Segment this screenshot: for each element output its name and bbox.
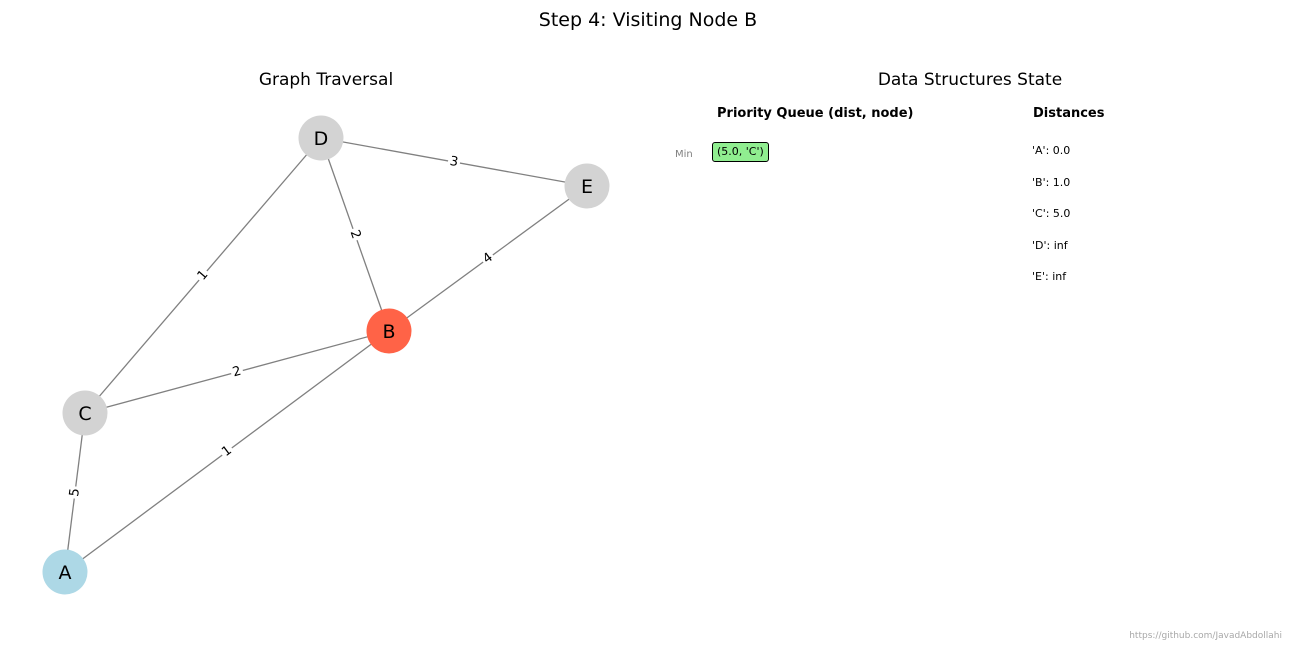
node-A (42, 549, 88, 595)
edge-weight-label-D-B: 2 (345, 226, 365, 243)
edge-weight-background (217, 441, 237, 462)
edge-weight-background (229, 362, 245, 382)
edge-weight-text: 5 (67, 487, 83, 497)
distance-entry: 'B': 1.0 (1032, 175, 1071, 189)
node-label-D: D (314, 128, 329, 150)
priority-queue-min-label: Min (675, 149, 693, 160)
node-label-C: C (78, 403, 91, 425)
edge-weight-background (345, 226, 365, 243)
node-label-E: E (581, 176, 593, 198)
edge-weight-label-A-C: 5 (66, 485, 84, 500)
edge-weight-label-C-B: 2 (229, 362, 245, 382)
edge-weight-label-C-D: 1 (193, 265, 213, 286)
graph-panel-title: Graph Traversal (258, 70, 394, 90)
node-label-A: A (59, 562, 72, 584)
edge-weight-background (193, 265, 213, 286)
edge-weight-background (66, 485, 84, 500)
priority-queue-item: (5.0, 'C') (712, 142, 769, 162)
watermark: https://github.com/JavadAbdollahi (1129, 631, 1282, 641)
edge-weight-background (478, 248, 498, 269)
node-label-B: B (382, 321, 395, 343)
edges-layer: 5 1 2 1 2 3 4 (64, 137, 588, 573)
node-C (62, 390, 108, 436)
distance-entry: 'D': inf (1032, 238, 1068, 252)
edge-weight-text: 3 (449, 154, 460, 170)
priority-queue-header: Priority Queue (dist, node) (717, 106, 914, 121)
distance-entry: 'C': 5.0 (1032, 207, 1071, 220)
graph-diagram: 5 1 2 1 2 3 4 A B C D E (42, 115, 610, 595)
node-E (564, 163, 610, 209)
distances-header: Distances (1033, 106, 1105, 121)
nodes-layer: A B C D E (42, 115, 610, 595)
edge-weight-label-B-E: 4 (478, 248, 498, 269)
node-D (298, 115, 344, 161)
main-title: Step 4: Visiting Node B (538, 9, 758, 31)
edge-weight-label-D-E: 3 (446, 153, 462, 171)
distance-entry: 'A': 0.0 (1032, 144, 1071, 157)
node-B (366, 308, 412, 354)
edge-weight-background (446, 153, 462, 171)
edge-weight-text: 2 (231, 364, 243, 381)
edge-weight-label-A-B: 1 (217, 441, 237, 462)
distance-entry: 'E': inf (1032, 270, 1067, 283)
data-structures-panel-title: Data Structures State (877, 70, 1063, 90)
